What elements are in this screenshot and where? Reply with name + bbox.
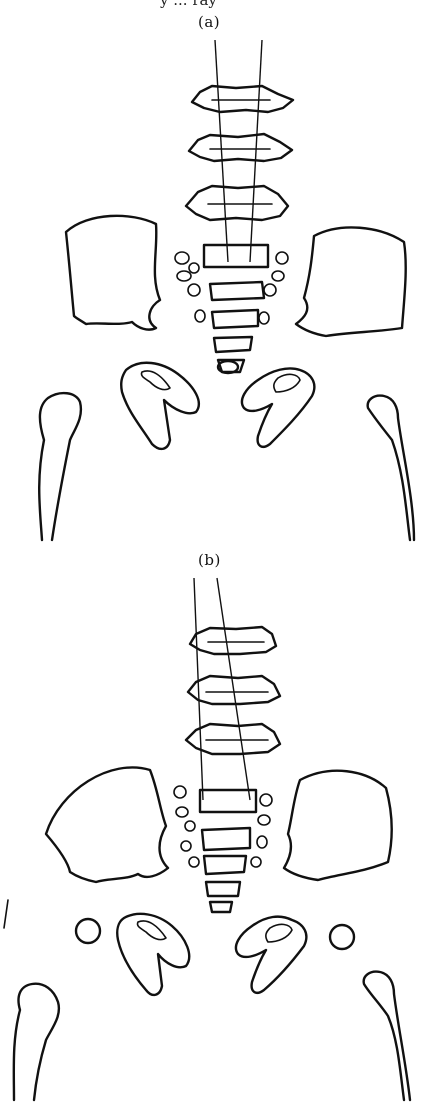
panel-a-left-ilium: [66, 216, 160, 330]
panel-b-vertebra-4: [200, 790, 256, 812]
panel-b-drawing: [4, 578, 410, 1100]
panel-a-vertebra-2: [189, 134, 292, 161]
panel-a-sacrum: [210, 282, 264, 373]
panel-b-left-ilium: [46, 767, 168, 882]
panel-b-axis-line-left: [194, 578, 203, 800]
panel-b-right-pubis-inner: [266, 924, 292, 942]
panel-b-right-femoral-head: [330, 925, 354, 949]
panel-b-left-pubis-inner: [137, 921, 166, 940]
panel-a-vertebra-4: [204, 245, 268, 267]
panel-a-vertebra-3: [186, 186, 288, 220]
panel-b-vertebra-1: [190, 627, 276, 654]
panel-a-right-pubis-inner: [274, 374, 300, 392]
panel-a-right-femur: [368, 396, 414, 540]
panel-a-vertebra-1: [192, 86, 293, 112]
panel-b-sacrum: [202, 828, 250, 912]
panel-a-right-pubis: [242, 368, 314, 446]
panel-a-axis-line-right: [250, 40, 262, 262]
panel-b-foramina-left: [174, 786, 199, 867]
panel-b-stray-mark: [4, 900, 8, 928]
panel-a-left-pubis-inner: [141, 371, 170, 390]
panel-a-foramina-left: [175, 252, 205, 322]
panel-b-left-femoral-head: [76, 919, 100, 943]
panel-a-drawing: [39, 40, 414, 540]
panel-b-right-femur: [364, 972, 410, 1100]
panel-a-right-ilium: [296, 227, 406, 336]
panel-a-left-femur: [39, 393, 81, 540]
panel-a-axis-line-left: [215, 40, 228, 262]
panel-b-right-ilium: [284, 771, 392, 880]
panel-b-foramina-right: [251, 794, 272, 867]
panel-b-left-femur: [14, 984, 59, 1100]
panel-b-left-pubis: [117, 914, 189, 995]
panel-b-axis-line-right: [217, 578, 250, 800]
